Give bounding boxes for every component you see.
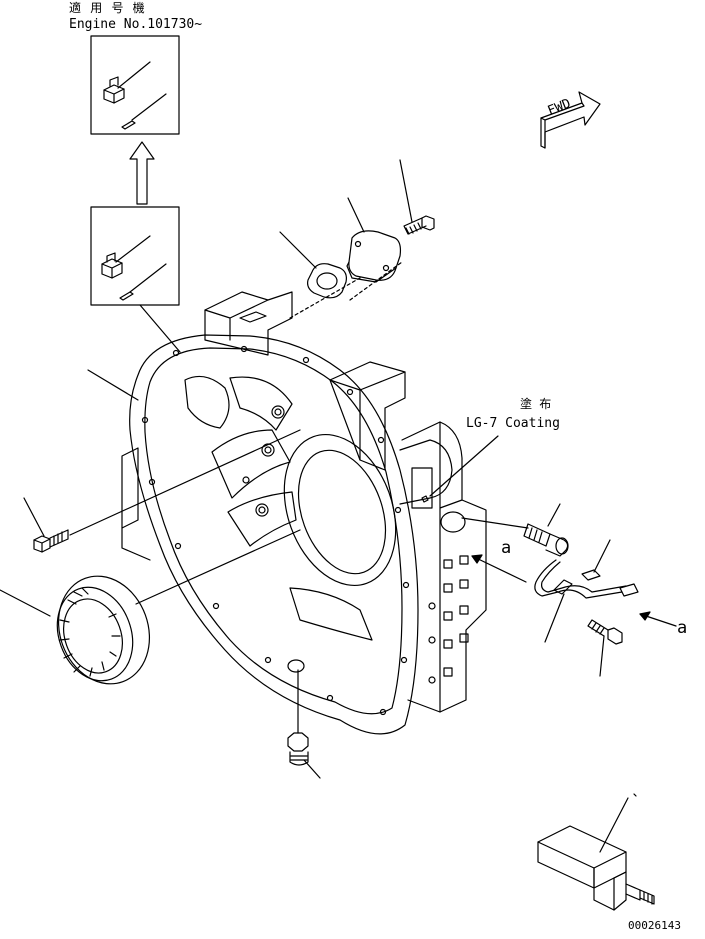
detail-box-old	[90, 206, 180, 306]
clamp-bolt	[587, 619, 623, 645]
coating-mark	[421, 495, 429, 503]
rear-face-holes	[428, 555, 469, 684]
view-arrow-left	[471, 554, 527, 583]
view-marker-right: a	[677, 618, 688, 638]
pin-icon	[121, 120, 136, 130]
detail-box-new	[90, 35, 180, 135]
drain-plug	[287, 732, 309, 766]
drawing-number: 00026143	[628, 919, 681, 932]
housing-bolt	[33, 529, 69, 553]
coating-label-en: LG-7 Coating	[466, 416, 560, 431]
screw-plug-icon	[101, 252, 123, 279]
update-arrow-icon	[129, 141, 155, 205]
screw-plug-icon	[103, 76, 125, 104]
applicability-heading: 適 用 号 機	[69, 1, 146, 15]
coating-label-jp: 塗 布	[520, 397, 552, 411]
speed-sensor	[523, 523, 569, 557]
view-arrow-right	[639, 611, 677, 627]
sensor-harness	[534, 559, 639, 599]
gasket	[307, 263, 347, 299]
cover-plate	[346, 230, 402, 283]
fwd-direction-sign	[540, 91, 601, 149]
flywheel-housing	[121, 291, 487, 735]
view-marker-left: a	[501, 538, 512, 558]
applicability-serial: Engine No.101730~	[69, 17, 203, 32]
flange-bolt-holes	[141, 345, 410, 716]
pin-icon	[119, 291, 134, 301]
cover-bolt	[403, 215, 435, 235]
adjust-tool	[537, 825, 655, 911]
oil-seal	[56, 575, 151, 685]
